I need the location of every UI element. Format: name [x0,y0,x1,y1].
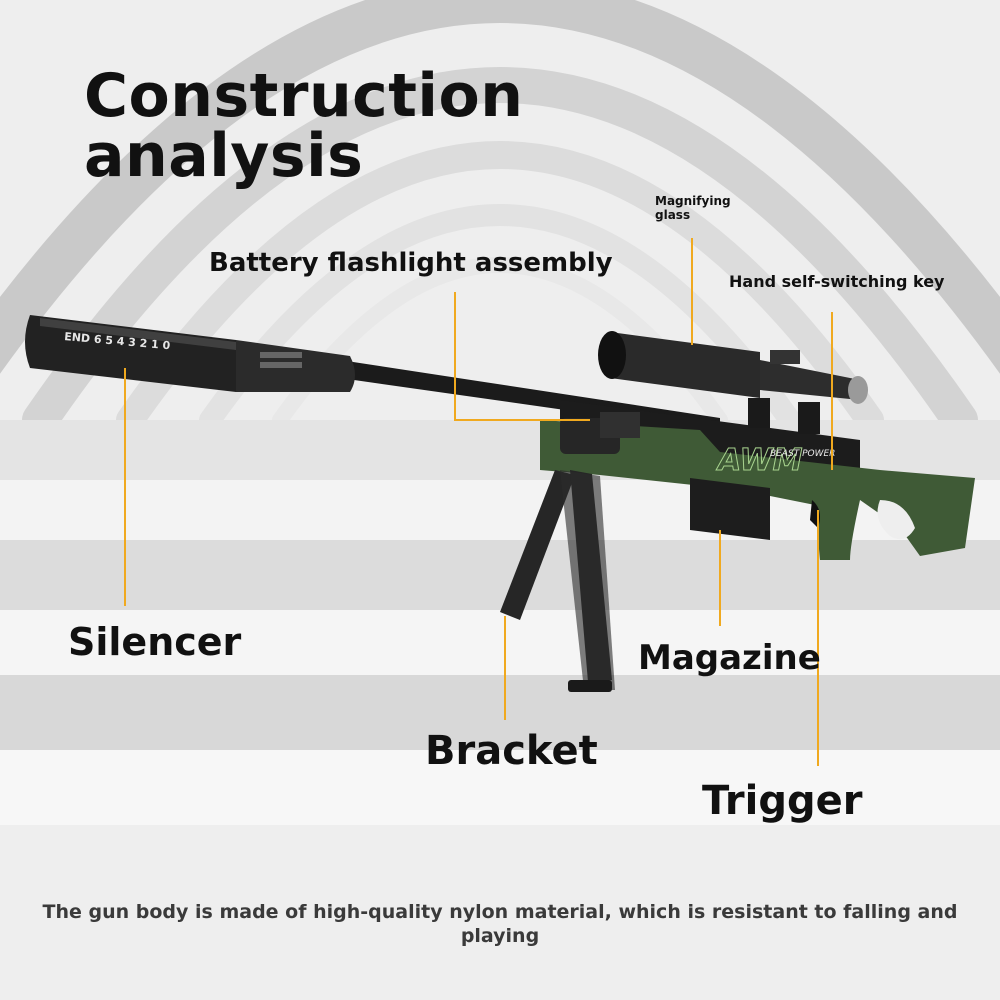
scope [598,331,868,434]
label-battery-flashlight: Battery flashlight assembly [209,248,613,278]
label-bracket: Bracket [425,728,598,774]
label-magazine: Magazine [638,638,821,678]
magazine-body [690,478,770,540]
caption: The gun body is made of high-quality nyl… [42,901,958,947]
bipod [500,470,615,692]
page-title: Construction analysis [84,61,524,191]
label-silencer: Silencer [68,620,242,664]
model-text: AWM [716,443,803,478]
label-trigger: Trigger [702,778,863,824]
flashlight [560,412,640,454]
silencer [25,315,355,392]
label-hand-switching-key: Hand self-switching key [729,272,945,291]
label-magnifying-glass: Magnifying glass [655,194,731,222]
leader-flashlight [454,292,590,421]
slogan-text: BEAST POWER [770,449,835,459]
